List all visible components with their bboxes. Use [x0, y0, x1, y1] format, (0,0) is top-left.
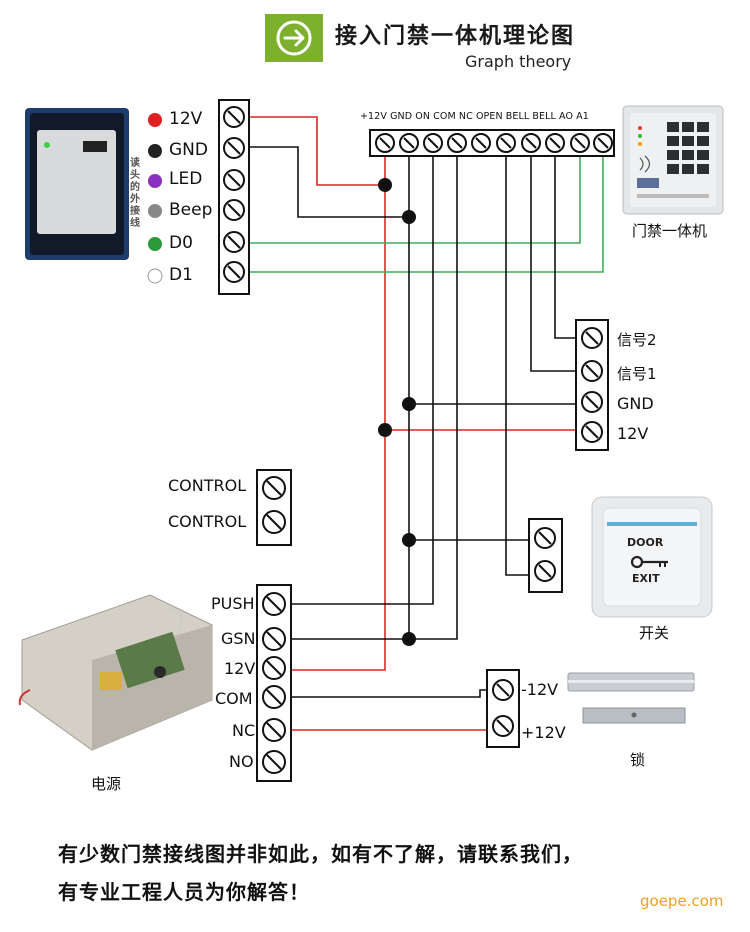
bottom-note-line2: 有专业工程人员为你解答！: [58, 880, 310, 904]
pin-d0-dot-icon: [147, 236, 163, 256]
pin-12v-dot-icon: [147, 112, 163, 132]
power-no-label: NO: [229, 752, 254, 771]
control-label-2: CONTROL: [168, 512, 247, 531]
bottom-note-line1: 有少数门禁接线图并非如此，如有不了解，请联系我们，: [58, 842, 583, 866]
lock-label: 锁: [630, 751, 646, 769]
controller-label: 门禁一体机: [632, 222, 708, 240]
lock-terminal-block: [486, 669, 520, 748]
watermark: goepe.com: [640, 892, 724, 910]
arrow-logo-icon: [265, 14, 323, 62]
exit-button-exit-text: EXIT: [632, 572, 660, 585]
pin-beep-dot-icon: [147, 203, 163, 223]
power-nc-label: NC: [232, 721, 256, 740]
reader-side-label: 读头的外接线: [130, 158, 140, 229]
pin-beep-label: Beep: [169, 200, 213, 220]
power-push-label: PUSH: [211, 594, 255, 613]
power-supply-device: [18, 594, 213, 751]
bell-signal2-label: 信号2: [617, 331, 657, 349]
lock-plus-label: +12V: [521, 723, 566, 742]
bell-terminal-block: [575, 319, 609, 451]
exit-button-label: 开关: [639, 624, 670, 642]
pin-led-label: LED: [169, 169, 203, 189]
bell-12v-label: 12V: [617, 424, 649, 443]
controller-terminal-block: [369, 129, 615, 157]
lock-minus-label: -12V: [521, 680, 559, 699]
keypad-controller-device: [622, 105, 724, 215]
pin-led-dot-icon: [147, 173, 163, 193]
bell-gnd-label: GND: [617, 394, 654, 413]
control-label-1: CONTROL: [168, 476, 247, 495]
pin-d0-label: D0: [169, 233, 193, 253]
controller-terminal-header: +12V GND ON COM NC OPEN BELL BELL AO A1: [360, 111, 589, 122]
bell-signal1-label: 信号1: [617, 365, 657, 383]
pin-gnd-label: GND: [169, 140, 208, 160]
control-terminal-block: [256, 469, 292, 546]
exit-button-device: [591, 496, 713, 618]
exit-terminal-block: [528, 518, 563, 593]
power-terminal-block: [256, 584, 292, 782]
pin-12v-label: 12V: [169, 109, 203, 129]
page-subtitle: Graph theory: [465, 52, 572, 71]
card-reader-device: [25, 108, 129, 260]
pin-d1-label: D1: [169, 265, 193, 285]
reader-terminal-block: [218, 99, 250, 295]
power-name: 电源: [91, 775, 122, 793]
power-12v-label: 12V: [224, 659, 256, 678]
page-title: 接入门禁一体机理论图: [335, 24, 576, 49]
magnetic-lock-device: [567, 672, 695, 724]
pin-gnd-dot-icon: [147, 143, 163, 163]
exit-button-door-text: DOOR: [627, 536, 664, 549]
pin-d1-dot-icon: [147, 268, 163, 288]
power-com-label: COM: [215, 689, 253, 708]
power-gsn-label: GSN: [221, 629, 256, 648]
